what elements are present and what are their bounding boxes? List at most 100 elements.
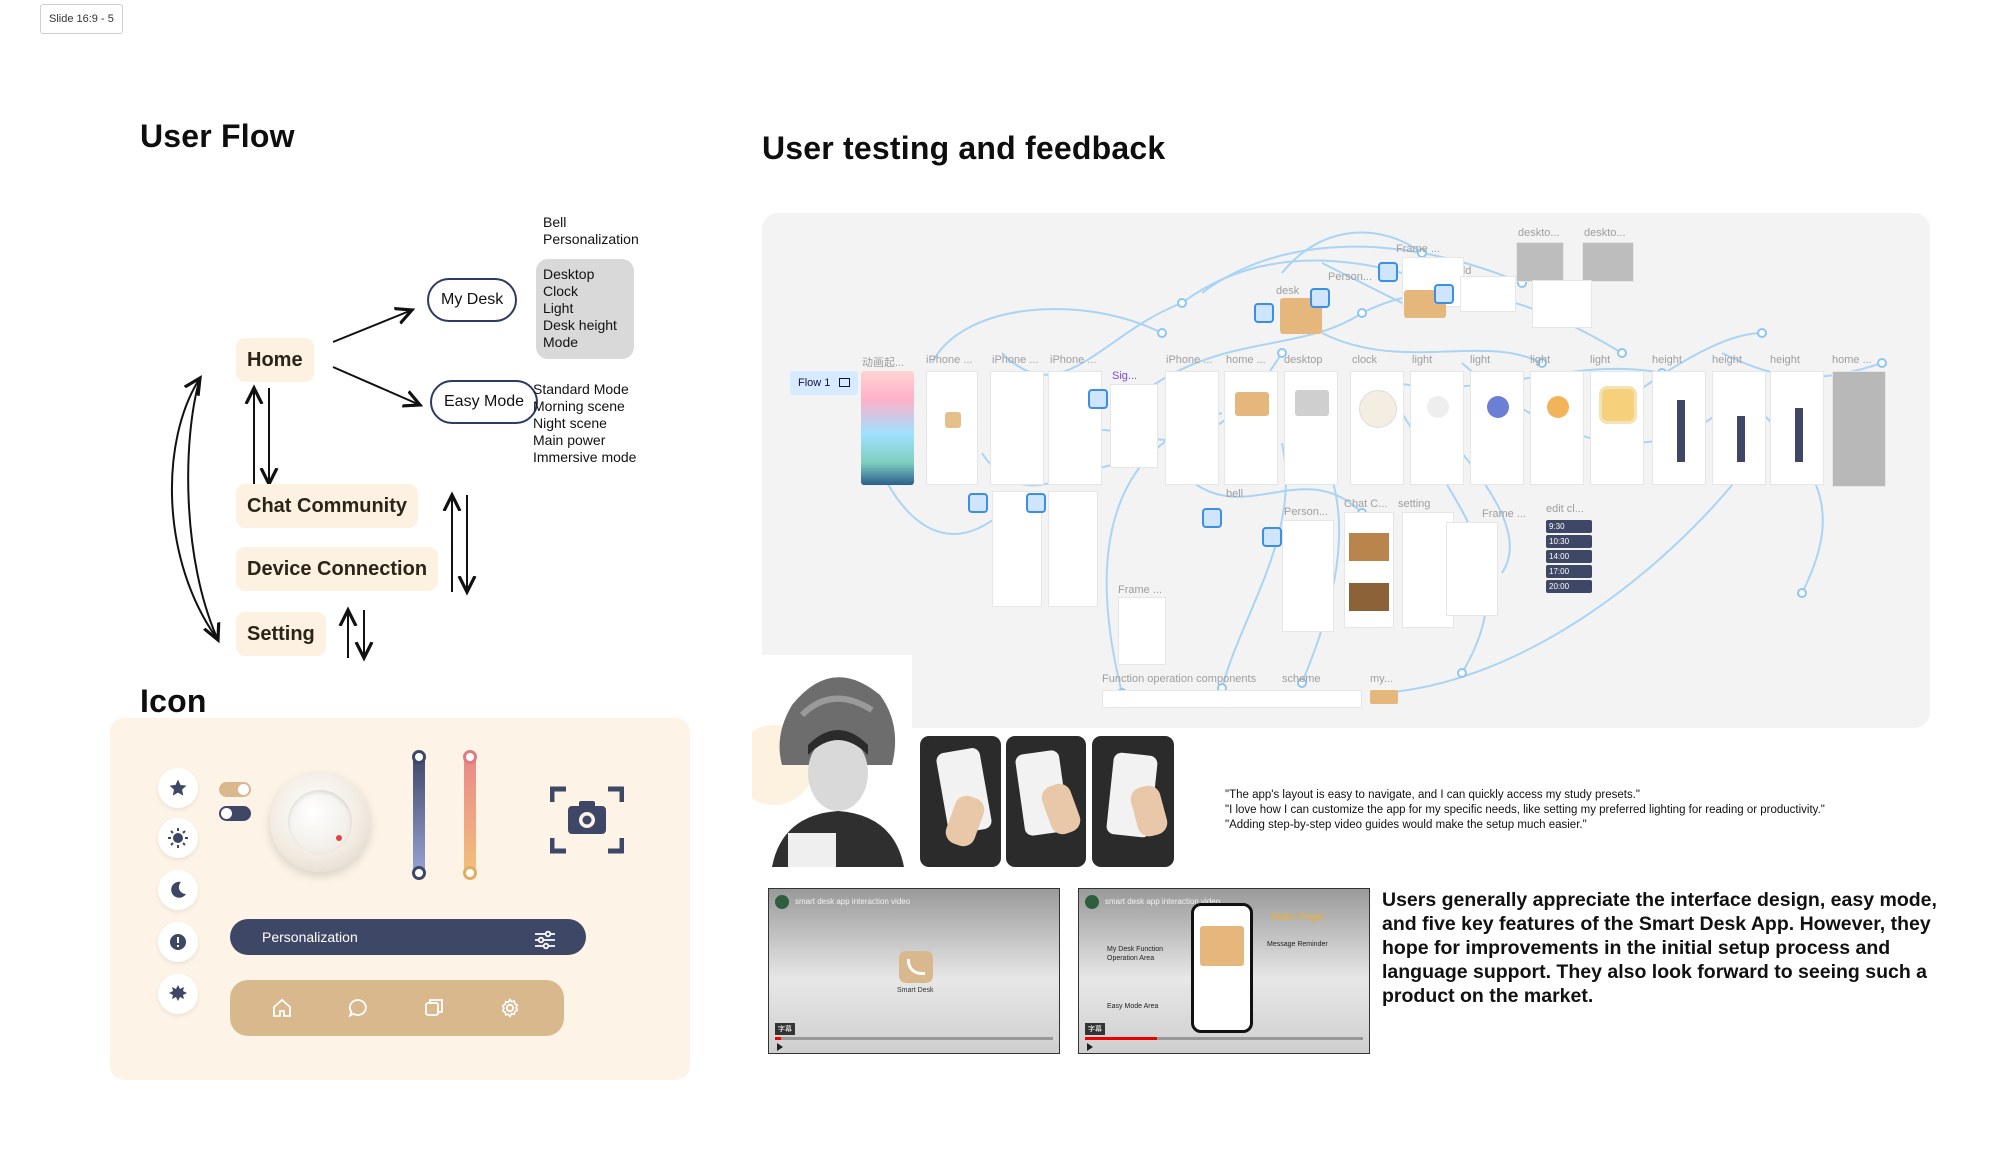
- sun-icon[interactable]: [158, 818, 198, 858]
- phone-screen: [1446, 522, 1498, 616]
- user-quotes: "The app's layout is easy to navigate, a…: [1225, 788, 1925, 833]
- tester-portrait-photo: [734, 655, 912, 867]
- flow-badge-icon[interactable]: [1088, 389, 1108, 409]
- channel-avatar: [775, 895, 789, 909]
- height-slider[interactable]: [412, 750, 426, 880]
- user-flow-arrows: [170, 0, 760, 700]
- frame-label: edit cl...: [1546, 503, 1584, 515]
- video-progress-bar[interactable]: [1085, 1037, 1363, 1040]
- phone-in-hand-photo: [1006, 736, 1086, 867]
- frame-label: home ...: [1226, 354, 1266, 366]
- func-area-label: My Desk Function Operation Area: [1107, 946, 1164, 962]
- channel-avatar: [1085, 895, 1099, 909]
- video-center-label: Smart Desk: [897, 987, 934, 994]
- app-logo-icon: [899, 951, 933, 983]
- frame-label: Frame ...: [1118, 584, 1163, 596]
- chat-icon[interactable]: [347, 997, 369, 1024]
- phone-screen: [1282, 520, 1334, 632]
- phone-screen: [1110, 384, 1158, 468]
- frame-label: iPhone ...: [992, 354, 1039, 366]
- frame-label: bell: [1226, 488, 1244, 500]
- bottom-tab-bar: [230, 980, 564, 1036]
- interaction-video-1[interactable]: smart desk app interaction video Smart D…: [768, 888, 1060, 1054]
- testing-summary: Users generally appreciate the interface…: [1382, 889, 1937, 1007]
- toggle-off[interactable]: [219, 806, 251, 821]
- my-desk-items-box: [536, 259, 634, 359]
- frame-label: light: [1412, 354, 1433, 366]
- camera-scan-icon[interactable]: [549, 786, 625, 859]
- frame-thumb: [1460, 276, 1516, 312]
- flow-badge-icon[interactable]: [1262, 527, 1282, 547]
- phone-screen: [1712, 371, 1766, 485]
- frame-label: Person...: [1284, 506, 1329, 518]
- frame-label: Chat C...: [1344, 498, 1388, 510]
- scheme-thumbs: [1370, 690, 1398, 704]
- flow-badge-icon[interactable]: [968, 493, 988, 513]
- personalization-bar[interactable]: Personalization: [230, 919, 586, 955]
- gear-icon[interactable]: [499, 997, 521, 1024]
- time-chip: 20:00: [1546, 580, 1592, 593]
- flow-badge-icon[interactable]: [1434, 284, 1454, 304]
- my-desk-items: Desktop Clock Light Desk height Mode: [543, 266, 617, 350]
- main-page-label: Main Page: [1271, 911, 1324, 923]
- sliders-icon[interactable]: [534, 927, 556, 963]
- frame-label: home ...: [1832, 354, 1872, 366]
- phone-screen: [1402, 512, 1454, 628]
- light-slider[interactable]: [463, 750, 477, 880]
- frame-label: height: [1652, 354, 1682, 366]
- frame-label: light: [1590, 354, 1611, 366]
- frame-label: Person...: [1328, 271, 1373, 283]
- frame-label: iPhone ...: [1166, 354, 1213, 366]
- flow-tag[interactable]: Flow 1: [790, 371, 859, 395]
- subtitle-badge: 字幕: [775, 1023, 795, 1035]
- flow-node-easy-mode: Easy Mode: [430, 380, 539, 424]
- frame-label: setting: [1398, 498, 1431, 510]
- dial-knob[interactable]: [270, 772, 370, 872]
- phone-screen: [1118, 597, 1166, 665]
- frame-label: iPhone ...: [1050, 354, 1097, 366]
- phone-in-hand-photo: [1092, 736, 1174, 867]
- interaction-video-2[interactable]: smart desk app interaction video Main Pa…: [1078, 888, 1370, 1054]
- flow-badge-icon[interactable]: [1202, 508, 1222, 528]
- flow-badge-icon[interactable]: [1310, 288, 1330, 308]
- phone-screen: [1284, 371, 1338, 485]
- frame-label: Frame ...: [1396, 243, 1441, 255]
- flow-badge-icon[interactable]: [1254, 303, 1274, 323]
- phone-screen: [1165, 371, 1219, 485]
- quote: "I love how I can customize the app for …: [1225, 804, 1825, 816]
- play-icon[interactable]: [1087, 1043, 1093, 1051]
- quote: "Adding step-by-step video guides would …: [1225, 819, 1587, 831]
- frame-label: height: [1712, 354, 1742, 366]
- frame-thumb: [1532, 280, 1592, 328]
- moon-icon[interactable]: [158, 870, 198, 910]
- testing-title: User testing and feedback: [762, 130, 1166, 166]
- frame-label: Frame ...: [1482, 508, 1527, 520]
- star-icon[interactable]: [158, 768, 198, 808]
- home-icon[interactable]: [271, 997, 293, 1024]
- phone-screen: [1652, 371, 1706, 485]
- video-phone-mockup: [1191, 903, 1253, 1033]
- video-progress-bar[interactable]: [775, 1037, 1053, 1040]
- easy-mode-items: Standard Mode Morning scene Night scene …: [533, 381, 637, 465]
- burst-icon[interactable]: [158, 974, 198, 1014]
- flow-badge-icon[interactable]: [1026, 493, 1046, 513]
- frame-label: scheme: [1282, 673, 1321, 685]
- device-icon[interactable]: [423, 997, 445, 1024]
- frame-thumb: [1582, 242, 1634, 282]
- flow-badge-icon[interactable]: [1378, 262, 1398, 282]
- alert-icon[interactable]: [158, 922, 198, 962]
- toggle-on[interactable]: [219, 782, 251, 797]
- phone-screen: [1832, 371, 1886, 487]
- time-chip: 10:30: [1546, 535, 1592, 548]
- phone-home-screen: [861, 371, 914, 485]
- user-flow-title: User Flow: [140, 118, 295, 154]
- video-title: smart desk app interaction video: [795, 897, 911, 906]
- time-chip: 9:30: [1546, 520, 1592, 533]
- function-components-strip: [1102, 690, 1362, 708]
- play-icon[interactable]: [777, 1043, 783, 1051]
- frame-label: deskto...: [1518, 227, 1560, 239]
- flow-node-my-desk: My Desk: [427, 278, 518, 322]
- video-title: smart desk app interaction video: [1105, 897, 1221, 906]
- frame-label: Function operation components: [1102, 673, 1257, 685]
- frame-label: height: [1770, 354, 1800, 366]
